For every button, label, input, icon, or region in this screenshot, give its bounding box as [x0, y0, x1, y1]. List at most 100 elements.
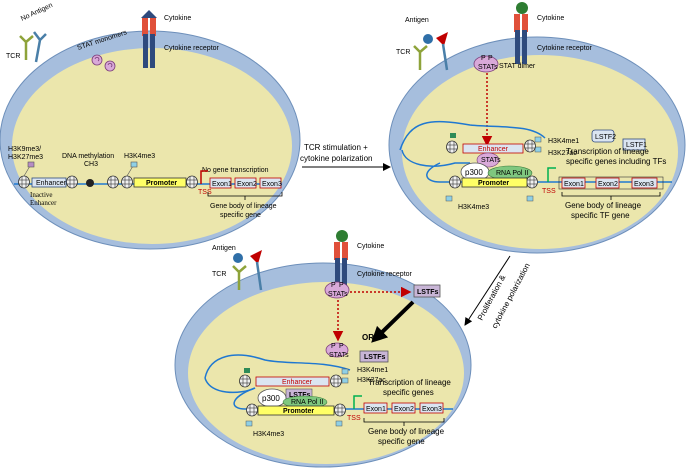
histone-mark-icon	[244, 368, 349, 384]
stats-bound-label: STATs	[481, 157, 501, 164]
lstfs-bound-label: LSTFs	[289, 392, 310, 399]
exon3-label: Exon3	[422, 406, 442, 413]
h3k4me3-label: H3K4me3	[253, 431, 284, 438]
exon1-box	[363, 402, 388, 414]
nucleosome-icon	[526, 175, 538, 189]
stat-monomer-icon	[104, 60, 116, 72]
no-transcription-label: No gene transcription	[202, 167, 269, 174]
nucleosome-icon	[66, 175, 78, 189]
phospho-label-2: P	[488, 55, 493, 62]
histone-mark-icon	[450, 133, 542, 153]
antigen-label: Antigen	[405, 17, 429, 24]
lstfs-nuclear-box	[359, 350, 389, 363]
gene-body-label-2: specific gene	[378, 437, 425, 446]
exon1-label: Exon1	[564, 181, 584, 188]
h3k27ac-label: H3K27ac	[548, 150, 577, 157]
cytokine-receptor-icon	[514, 2, 528, 64]
h3k4me1-label: H3K4me1	[357, 367, 388, 374]
nucleosome-icon	[121, 175, 133, 189]
lstf-translocation-arrow	[371, 300, 415, 343]
nucleosome-icon	[446, 140, 458, 154]
rna-pol-label: RNA Pol II	[291, 399, 323, 406]
tcr-antigen-icon	[413, 32, 449, 71]
cell-1-cytoplasm	[12, 48, 292, 244]
gene-body-bracket	[363, 418, 445, 426]
exon3-box	[631, 177, 658, 189]
exon2-label: Exon2	[394, 406, 414, 413]
gene-body-label-2: specific TF gene	[571, 211, 630, 220]
arrow1-label-2: cytokine polarization	[300, 154, 372, 163]
transcription-label: Transcription of lineage	[368, 378, 451, 387]
lstfs-label: LSTFs	[417, 289, 438, 296]
tss-label: TSS	[347, 415, 361, 422]
promoter-box	[133, 177, 187, 188]
arrow1-label-1: TCR stimulation +	[304, 143, 368, 152]
h3k27me3-label: H3K27me3	[8, 154, 43, 161]
cytokine-receptor-label: Cytokine receptor	[537, 45, 593, 52]
proliferation-arrow	[464, 255, 511, 326]
gene-body-label-2: specific gene	[220, 212, 261, 219]
exon2-label: Exon2	[237, 181, 257, 188]
h3k4me3-label: H3K4me3	[124, 153, 155, 160]
exon2-box	[595, 177, 620, 189]
exon1-label: Exon1	[212, 181, 232, 188]
lstf2-box	[591, 129, 615, 143]
stats-label: STATs	[478, 64, 498, 71]
nucleosome-icon	[186, 175, 198, 189]
nucleosome-icon	[107, 175, 119, 189]
h3k9me3-label: H3K9me3/	[8, 146, 41, 153]
nucleosome-icon	[239, 374, 251, 388]
tss-label: TSS	[542, 188, 556, 195]
rna-pol-label: RNA Pol II	[496, 170, 528, 177]
cell-2: Antigen TCR Cytokine Cytokine receptor P…	[388, 2, 686, 254]
tss-flag-icon	[547, 167, 556, 182]
transcription-label-2: specific genes	[383, 388, 434, 397]
exon3-label: Exon3	[634, 181, 654, 188]
tcr-antigen-icon	[232, 250, 263, 291]
lstfs-nuclear-label: LSTFs	[364, 354, 385, 361]
cytokine-label: Cytokine	[537, 15, 564, 22]
dna-methylation-label: DNA methylation	[62, 153, 114, 160]
enhancer-box	[255, 376, 330, 387]
tss-flag-icon	[200, 170, 208, 184]
promoter-label: Promoter	[478, 180, 509, 187]
gene-body-bracket	[561, 192, 661, 200]
tss-label: TSS	[198, 189, 212, 196]
histone-mark-icon	[245, 420, 343, 427]
exon1-box	[209, 177, 232, 189]
stat-dimer-label: STAT dimer	[499, 63, 536, 70]
nucleosome-icon	[18, 175, 30, 189]
nucleosome-icon	[330, 374, 342, 388]
stat-dimer-icon	[324, 281, 350, 299]
cytokine-label: Cytokine	[357, 243, 384, 250]
phospho-label-2: P	[339, 282, 344, 289]
nucleosome-icon	[449, 175, 461, 189]
cell-3: Antigen TCR Cytokine Cytokine receptor P…	[174, 230, 472, 468]
dna-loop	[399, 120, 546, 151]
tcr-label: TCR	[396, 49, 410, 56]
stats-label: STATs	[328, 291, 348, 298]
stat-monomer-icon	[91, 54, 103, 66]
promoter-box	[461, 177, 528, 188]
exon2-label: Exon2	[598, 181, 618, 188]
transcription-label-2: specific genes including TFs	[566, 157, 666, 166]
nucleosome-icon	[246, 403, 258, 417]
tss-flag-icon	[353, 395, 362, 409]
lstfs-box	[413, 284, 441, 298]
nucleosome-icon	[334, 403, 346, 417]
inactive-enhancer-label: Enhancer	[30, 199, 57, 207]
gene-body-label: Gene body of lineage	[210, 203, 277, 210]
enhancer-label: Enhancer	[36, 180, 67, 187]
exon3-box	[419, 402, 444, 414]
ch3-label: CH3	[84, 161, 98, 168]
gene-body-label: Gene body of lineage	[368, 427, 445, 436]
exon1-box	[561, 177, 586, 189]
gene-body-label: Gene body of lineage	[565, 201, 642, 210]
tcr-label: TCR	[6, 53, 20, 60]
cytokine-receptor-label: Cytokine receptor	[357, 271, 413, 278]
phospho-label: P	[331, 282, 336, 289]
promoter-box	[257, 405, 335, 416]
or-label: OR	[362, 333, 374, 342]
stat-bound-icon	[476, 152, 500, 168]
methyl-group-icon	[86, 179, 94, 187]
